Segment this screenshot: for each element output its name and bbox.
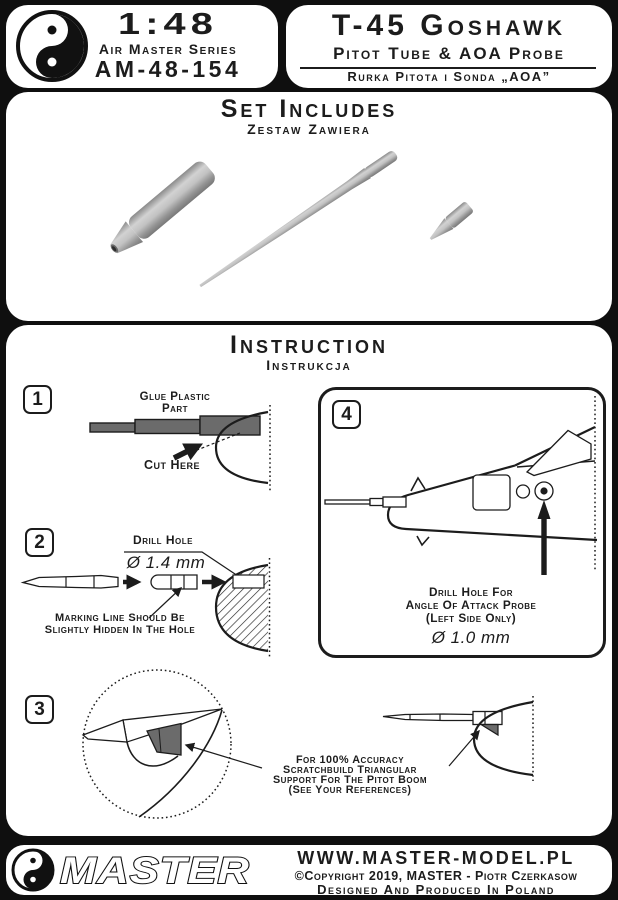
step1-number: 1 — [23, 385, 52, 414]
step3-result-drawing — [382, 696, 534, 781]
cut-here-label: Cut Here — [143, 458, 201, 472]
diameter-1-4-label: Ø 1.4 mm — [126, 553, 206, 572]
aoa-drill-line-1: Drill Hole For — [428, 585, 514, 599]
accuracy-note-label: For 100% Accuracy Scratchbuild Triangula… — [272, 754, 428, 796]
step4-number-label: 4 — [341, 403, 352, 425]
accuracy-line-1: For 100% Accuracy — [295, 754, 405, 766]
website-url: WWW.MASTER-MODEL.PL — [297, 848, 575, 868]
drill-hole-label: Drill Hole — [133, 533, 193, 547]
footer-panel: MASTER WWW.MASTER-MODEL.PL ©Copyright 20… — [6, 845, 614, 897]
step2-number: 2 — [25, 528, 54, 557]
header-right-panel: T-45 Goshawk Pitot Tube & AOA Probe Rurk… — [286, 5, 612, 88]
kit-subtitle-polish: Rurka Pitota i Sonda „AOA” — [347, 69, 551, 84]
kit-title: T-45 Goshawk — [331, 9, 567, 42]
step2-number-label: 2 — [34, 531, 45, 553]
step3-drawing — [81, 669, 263, 819]
step4-panel: 4 Drill Hole For Angle Of Attack Probe (… — [318, 387, 606, 658]
header-left-panel: 1:48 Air Master Series AM-48-154 — [6, 5, 278, 88]
instruction-title-polish: Instrukcja — [266, 357, 352, 373]
aoa-probe-part — [429, 202, 473, 240]
set-includes-title: Set Includes — [220, 95, 398, 123]
aoa-drill-line-3: (Left Side Only) — [425, 611, 517, 625]
brand-wordmark: MASTER — [60, 850, 250, 891]
master-logo-icon — [16, 10, 88, 82]
accuracy-line-4: (See Your References) — [288, 784, 412, 796]
marking-line-2: Slightly Hidden In The Hole — [44, 624, 196, 636]
divider — [300, 67, 596, 69]
step4-number: 4 — [332, 400, 361, 429]
product-code: AM-48-154 — [94, 56, 242, 82]
diameter-1-0-label: Ø 1.0 mm — [431, 628, 511, 647]
marking-line-label: Marking Line Should Be Slightly Hidden I… — [45, 612, 195, 636]
kit-subtitle: Pitot Tube & AOA Probe — [333, 44, 565, 63]
scale-label: 1:48 — [118, 6, 218, 41]
marking-line-1: Marking Line Should Be — [55, 612, 185, 624]
glue-plastic-part-label: Glue Plastic Part — [139, 391, 211, 415]
accuracy-line-3: Support For The Pitot Boom — [272, 774, 428, 786]
footer-brand: MASTER — [11, 848, 250, 892]
step4-drawing — [324, 396, 598, 575]
steps-line-art — [20, 405, 534, 819]
origin-line: Designed And Produced In Poland — [317, 882, 555, 897]
aoa-drill-label: Drill Hole For Angle Of Attack Probe (Le… — [406, 586, 537, 625]
footer-text: WWW.MASTER-MODEL.PL ©Copyright 2019, MAS… — [258, 845, 614, 897]
series-label: Air Master Series — [98, 41, 238, 57]
set-includes-panel: Set Includes Zestaw Zawiera — [6, 92, 612, 321]
set-includes-title-polish: Zestaw Zawiera — [247, 121, 371, 137]
accuracy-line-2: Scratchbuild Triangular — [283, 764, 417, 776]
master-logo-icon — [11, 848, 55, 892]
step1-drawing — [89, 405, 271, 491]
step3-number-label: 3 — [34, 698, 45, 720]
pitot-tube-base-part — [110, 161, 215, 254]
instruction-title: Instruction — [230, 331, 388, 359]
step3-number: 3 — [25, 695, 54, 724]
parts-render — [110, 151, 473, 288]
header-left-text: 1:48 Air Master Series AM-48-154 — [78, 7, 258, 82]
pitot-tube-part — [199, 151, 398, 288]
step1-number-label: 1 — [32, 388, 43, 410]
step2-drawing — [20, 551, 271, 658]
drill-arrow-icon — [537, 500, 551, 519]
copyright-line: ©Copyright 2019, MASTER - Piotr Czerkaso… — [294, 869, 578, 883]
instruction-panel: Instruction Instrukcja — [6, 325, 612, 836]
aoa-drill-line-2: Angle Of Attack Probe — [405, 598, 537, 612]
